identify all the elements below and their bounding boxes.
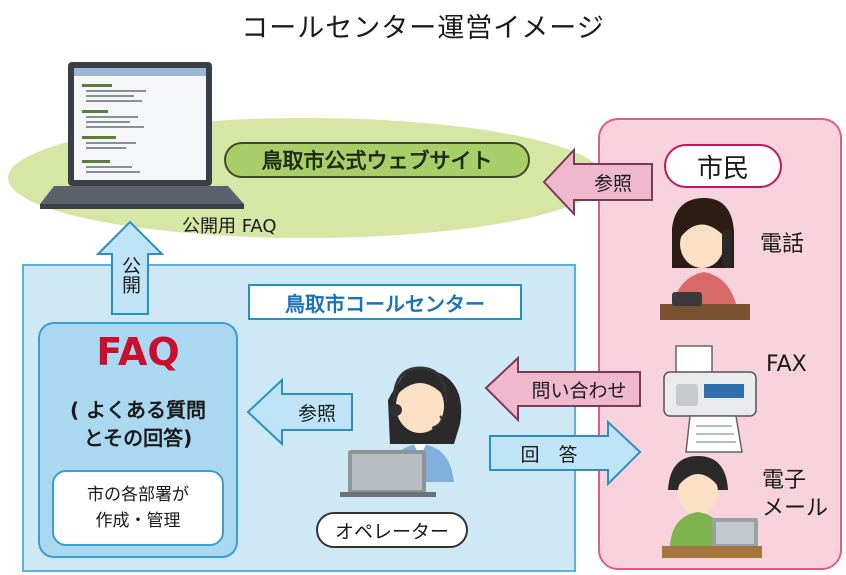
website-area xyxy=(8,118,604,238)
faq-note-box: 市の各部署が 作成・管理 xyxy=(52,470,224,546)
faq-note-line2: 作成・管理 xyxy=(95,511,181,531)
call-center-label: 鳥取市コールセンター xyxy=(248,284,522,320)
public-faq-label: 公開用 FAQ xyxy=(182,216,277,237)
reference-top-label: 参照 xyxy=(593,172,632,195)
website-label: 鳥取市公式ウェブサイト xyxy=(224,142,530,178)
citizens-label: 市民 xyxy=(664,144,782,188)
faq-note-line1: 市の各部署が xyxy=(87,485,189,505)
faq-subtitle-line2: とその回答) xyxy=(83,426,193,450)
email-label-line2: メール xyxy=(762,496,829,521)
fax-label: FAX xyxy=(766,352,807,377)
inquiry-label: 問い合わせ xyxy=(531,379,627,402)
faq-subtitle: ( よくある質問 とその回答) xyxy=(38,396,238,452)
faq-title: FAQ xyxy=(96,330,180,374)
phone-label: 電話 xyxy=(760,232,805,257)
publish-arrow-label: 公開 xyxy=(112,236,148,314)
diagram-title: コールセンター運営イメージ xyxy=(241,13,605,44)
faq-subtitle-line1: ( よくある質問 xyxy=(69,398,207,422)
operator-label: オペレーター xyxy=(316,512,468,548)
email-label-line1: 電子 xyxy=(762,468,807,493)
answer-label: 回 答 xyxy=(520,443,578,466)
reference-faq-label: 参照 xyxy=(297,402,336,425)
publish-label-text: 公開 xyxy=(119,256,141,294)
